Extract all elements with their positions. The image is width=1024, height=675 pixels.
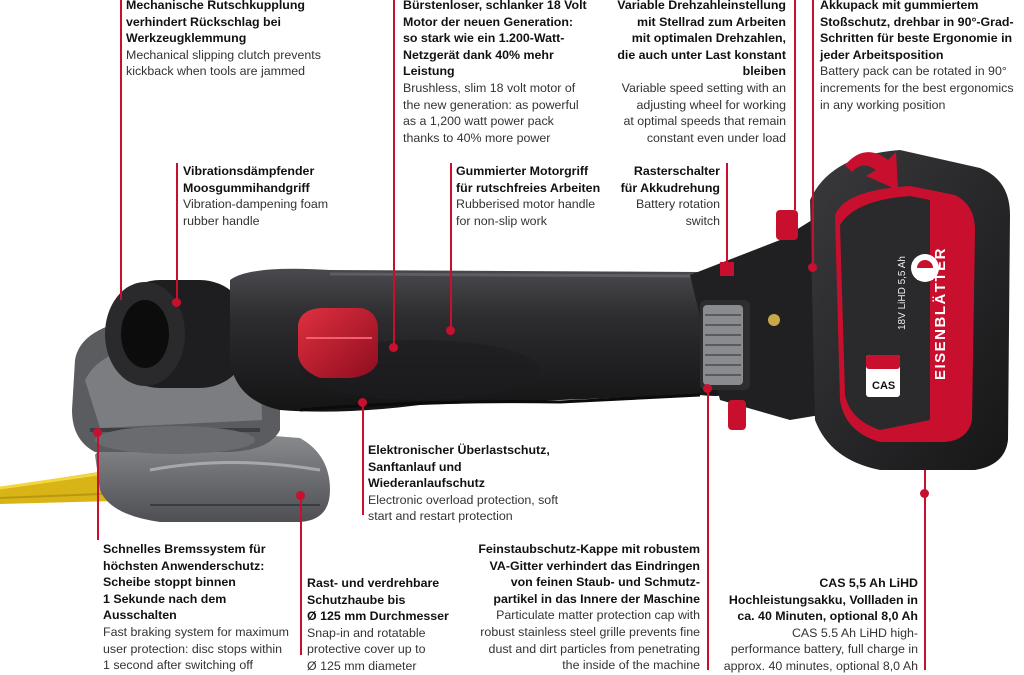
leader-dot-cas-battery (920, 489, 929, 498)
callout-handle-text: Vibration-dampening foam rubber handle (183, 197, 329, 228)
leader-line-overload (362, 400, 364, 515)
callout-detent: Rasterschalter für Akkudrehung Battery r… (608, 163, 720, 229)
leader-line-handle (176, 163, 178, 303)
callout-guard-title: Rast- und verdrehbare Schutzhaube bis Ø … (307, 576, 449, 624)
side-handle (105, 280, 250, 388)
leader-line-detent (726, 163, 728, 273)
rotation-arrow-icon (845, 152, 898, 190)
callout-battery-pack-title: Akkupack mit gummiertem Stoßschutz, dreh… (820, 0, 1014, 62)
callout-motor-text: Brushless, slim 18 volt motor of the new… (403, 80, 579, 145)
callout-motor-grip: Gummierter Motorgriff für rutschfreies A… (456, 163, 626, 229)
callout-overload-text: Electronic overload protection, soft sta… (368, 492, 559, 524)
callout-cas-battery-title: CAS 5,5 Ah LiHD Hochleistungsakku, Volll… (728, 576, 918, 624)
leader-line-speed (794, 0, 796, 210)
callout-clutch-title: Mechanische Rutschkupplung verhindert Rü… (126, 0, 305, 46)
callout-handle: Vibrationsdämpfender Moosgummihandgriff … (183, 163, 383, 229)
cas-badge-label: CAS (872, 380, 895, 392)
battery-pack: EISENBLÄTTER 18V LiHD 5,5 Ah CAS (810, 150, 1010, 470)
callout-dust-cap-text: Particulate matter protection cap with r… (480, 608, 700, 673)
callout-guard: Rast- und verdrehbare Schutzhaube bis Ø … (307, 575, 477, 675)
leader-dot-guard (296, 491, 305, 500)
callout-battery-pack: Akkupack mit gummiertem Stoßschutz, dreh… (820, 0, 1024, 113)
battery-spec-label: 18V LiHD 5,5 Ah (897, 256, 908, 330)
callout-speed: Variable Drehzahleinstellung mit Stellra… (596, 0, 786, 146)
leader-dot-handle (172, 298, 181, 307)
battery-brand-label: EISENBLÄTTER (932, 247, 949, 380)
callout-dust-cap: Feinstaubschutz-Kappe mit robustem VA-Gi… (466, 541, 700, 674)
leader-dot-dust-cap (703, 384, 712, 393)
callout-dust-cap-title: Feinstaubschutz-Kappe mit robustem VA-Gi… (478, 542, 700, 606)
callout-cas-battery-text: CAS 5.5 Ah LiHD high- performance batter… (723, 625, 918, 673)
leader-dot-overload (358, 398, 367, 407)
callout-overload: Elektronischer Überlastschutz, Sanftanla… (368, 442, 608, 525)
leader-line-cas-battery (924, 470, 926, 670)
leader-line-motor (393, 0, 395, 347)
callout-cas-battery: CAS 5,5 Ah LiHD Hochleistungsakku, Volll… (712, 575, 918, 675)
callout-motor-grip-text: Rubberised motor handle for non-slip wor… (456, 197, 596, 228)
callout-brake: Schnelles Bremssystem für höchsten Anwen… (103, 541, 303, 674)
callout-guard-text: Snap-in and rotatable protective cover u… (307, 625, 426, 673)
rear-housing (690, 210, 850, 430)
motor-housing (230, 268, 760, 412)
callout-brake-text: Fast braking system for maximum user pro… (103, 624, 289, 673)
callout-speed-title: Variable Drehzahleinstellung mit Stellra… (617, 0, 786, 79)
cas-badge: CAS (866, 355, 900, 397)
callout-motor: Bürstenloser, schlanker 18 Volt Motor de… (403, 0, 603, 146)
callout-motor-title: Bürstenloser, schlanker 18 Volt Motor de… (403, 0, 587, 79)
callout-speed-text: Variable speed setting with an adjusting… (621, 80, 786, 145)
callout-motor-grip-title: Gummierter Motorgriff für rutschfreies A… (456, 164, 601, 195)
callout-detent-title: Rasterschalter für Akkudrehung (620, 164, 720, 195)
dust-cap-grille (703, 305, 743, 385)
leader-line-dust-cap (707, 388, 709, 670)
leader-dot-brake (93, 428, 102, 437)
battery-logo-icon (911, 254, 939, 282)
callout-clutch-text: Mechanical slipping clutch prevents kick… (126, 47, 321, 79)
leader-line-brake (97, 430, 99, 540)
leader-line-motor-grip (450, 163, 452, 331)
leader-line-guard (300, 495, 302, 655)
slide-switch (298, 308, 378, 378)
callout-handle-title: Vibrationsdämpfender Moosgummihandgriff (183, 164, 315, 195)
callout-overload-title: Elektronischer Überlastschutz, Sanftanla… (368, 443, 550, 491)
leader-dot-battery-pack (808, 263, 817, 272)
callout-brake-title: Schnelles Bremssystem für höchsten Anwen… (103, 542, 266, 623)
leader-line-battery-pack (812, 0, 814, 268)
leader-dot-motor (389, 343, 398, 352)
callout-detent-text: Battery rotation switch (635, 197, 720, 228)
leader-dot-motor-grip (446, 326, 455, 335)
callout-battery-pack-text: Battery pack can be rotated in 90° incre… (820, 64, 1014, 112)
callout-clutch: Mechanische Rutschkupplung verhindert Rü… (126, 0, 396, 80)
leader-line-clutch (120, 0, 122, 300)
